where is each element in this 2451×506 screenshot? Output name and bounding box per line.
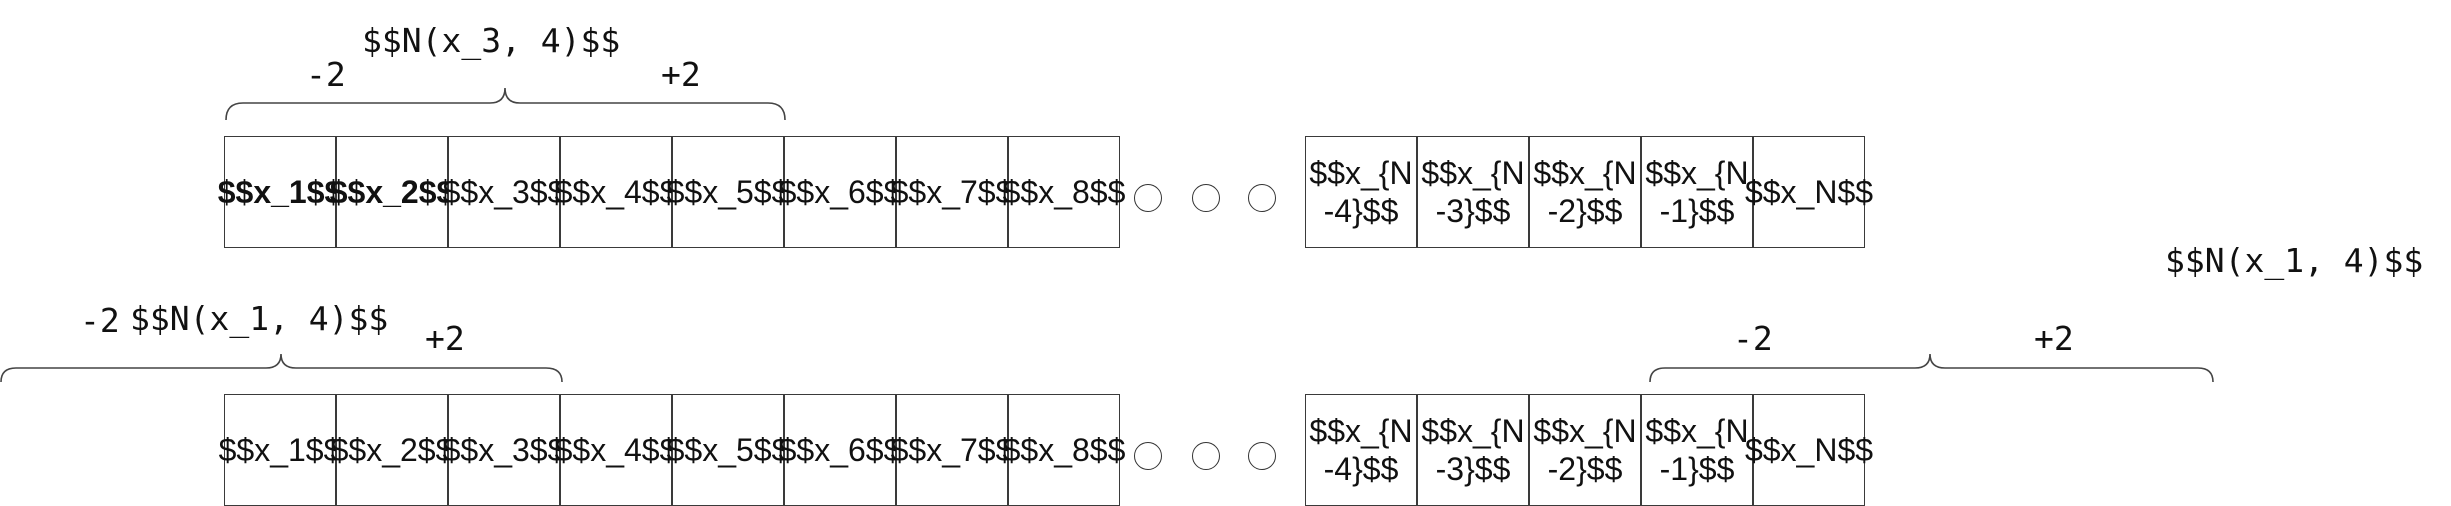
top-cell-xN-2: $$x_{N-2}$$ [1529,136,1641,248]
bottom-cell-xN: $$x_N$$ [1745,394,1873,506]
bottom-cell-xN-1: $$x_{N-1}$$ [1641,394,1753,506]
bottom-right-brace-left-offset: -2 [1733,319,1773,358]
bottom-cell-x5: $$x_5$$ [667,394,789,506]
bottom-cell-x7: $$x_7$$ [891,394,1013,506]
top-cell-x6: $$x_6$$ [779,136,901,248]
top-cell-xN-1: $$x_{N-1}$$ [1641,136,1753,248]
ellipsis-dot-icon [1134,442,1162,470]
bottom-cell-x8: $$x_8$$ [1003,394,1125,506]
ellipsis-dot-icon [1248,184,1276,212]
top-brace-left-offset: -2 [306,55,346,94]
ellipsis-dot-icon [1192,184,1220,212]
bottom-cell-x4: $$x_4$$ [555,394,677,506]
top-cell-x2: $$x_2$$ [330,136,454,248]
bottom-left-brace-label: $$N(x_1, 4)$$ [130,299,389,338]
top-cell-xN-4: $$x_{N-4}$$ [1305,136,1417,248]
bottom-right-brace [1649,353,2214,383]
ellipsis-dot-icon [1192,442,1220,470]
bottom-left-brace [0,353,563,383]
top-cell-x7: $$x_7$$ [891,136,1013,248]
ellipsis-dot-icon [1134,184,1162,212]
bottom-cell-x3: $$x_3$$ [443,394,565,506]
ellipsis-dot-icon [1248,442,1276,470]
bottom-cell-xN-2: $$x_{N-2}$$ [1529,394,1641,506]
bottom-cell-x6: $$x_6$$ [779,394,901,506]
top-cell-xN: $$x_N$$ [1745,136,1873,248]
bottom-right-brace-right-offset: +2 [2034,319,2074,358]
top-brace-right-offset: +2 [661,55,701,94]
bottom-left-brace-right-offset: +2 [425,319,465,358]
bottom-left-brace-left-offset: -2 [80,301,120,340]
bottom-right-brace-label: $$N(x_1, 4)$$ [2165,241,2424,280]
top-cell-x8: $$x_8$$ [1003,136,1125,248]
top-cell-xN-3: $$x_{N-3}$$ [1417,136,1529,248]
bottom-cell-x1: $$x_1$$ [219,394,341,506]
top-brace-label: $$N(x_3, 4)$$ [362,21,621,60]
bottom-cell-xN-3: $$x_{N-3}$$ [1417,394,1529,506]
top-cell-x3: $$x_3$$ [443,136,565,248]
top-cell-x5: $$x_5$$ [667,136,789,248]
top-brace [225,87,786,121]
bottom-cell-xN-4: $$x_{N-4}$$ [1305,394,1417,506]
top-cell-x4: $$x_4$$ [555,136,677,248]
bottom-cell-x2: $$x_2$$ [331,394,453,506]
top-cell-x1: $$x_1$$ [218,136,342,248]
